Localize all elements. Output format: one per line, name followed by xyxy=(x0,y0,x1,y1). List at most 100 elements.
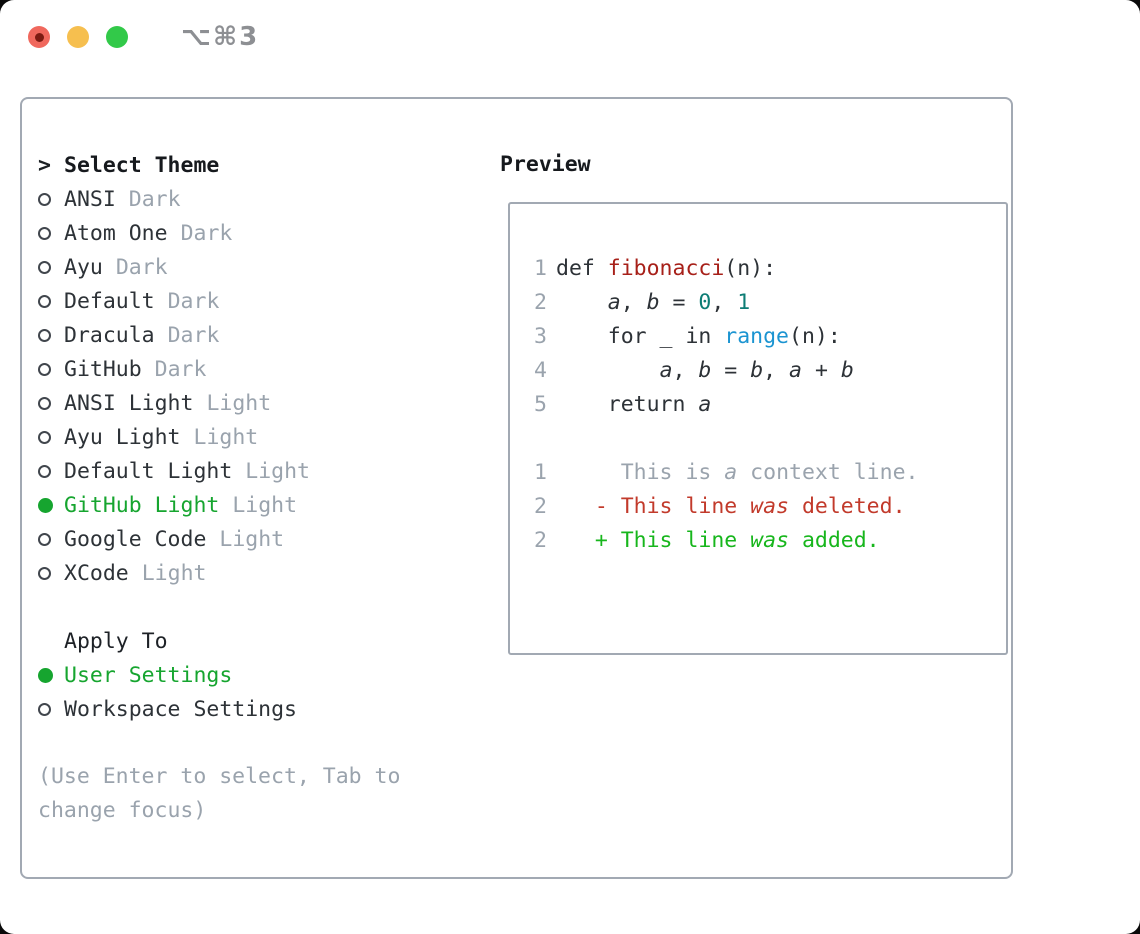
theme-option-ansi-light[interactable]: ANSI Light Light xyxy=(38,386,400,420)
code-segment: b xyxy=(840,357,854,383)
radio-gutter xyxy=(38,497,64,513)
close-button[interactable] xyxy=(28,26,50,48)
line-number: 2 xyxy=(534,527,547,553)
radio-unselected-icon xyxy=(38,362,51,376)
radio-gutter xyxy=(38,566,64,580)
radio-gutter xyxy=(38,430,64,444)
radio-unselected-icon xyxy=(38,702,51,716)
code-text: + This line was added. xyxy=(556,528,880,553)
theme-option-label: ANSI Light xyxy=(64,390,194,416)
line-number: 4 xyxy=(534,357,547,383)
theme-option-label: Default Light xyxy=(64,458,233,484)
radio-gutter xyxy=(38,226,64,240)
code-text: def fibonacci(n): xyxy=(556,256,776,281)
theme-menu-header: > Select Theme xyxy=(38,148,400,182)
code-segment: = xyxy=(659,289,699,315)
radio-unselected-icon xyxy=(38,328,51,342)
radio-gutter xyxy=(38,464,64,478)
line-number: 1 xyxy=(534,459,547,485)
theme-variant-tag: Light xyxy=(206,390,272,416)
code-segment: , xyxy=(763,357,790,383)
spacer xyxy=(38,726,400,760)
code-text: a, b = b, a + b xyxy=(556,358,854,383)
theme-option-label: XCode xyxy=(64,560,129,586)
code-line: 2 + This line was added. xyxy=(534,523,1006,557)
code-segment: a xyxy=(789,357,802,383)
line-number: 5 xyxy=(534,391,547,417)
theme-option-label: Dracula xyxy=(64,322,155,348)
apply-option-user-settings[interactable]: User Settings xyxy=(38,658,400,692)
radio-unselected-icon xyxy=(38,532,51,546)
apply-to-title: Apply To xyxy=(64,628,168,654)
radio-selected-icon xyxy=(38,497,53,513)
code-segment: = xyxy=(711,357,751,383)
code-segment: range xyxy=(724,323,790,349)
radio-gutter xyxy=(38,362,64,376)
code-line xyxy=(534,421,1006,455)
code-segment: context line. xyxy=(737,459,919,485)
code-segment: added. xyxy=(789,527,880,553)
code-line: 4 a, b = b, a + b xyxy=(534,353,1006,387)
keyboard-hint: (Use Enter to select, Tab to change focu… xyxy=(38,760,400,828)
code-segment: , xyxy=(672,357,699,383)
radio-unselected-icon xyxy=(38,294,51,308)
code-segment: was xyxy=(750,493,790,519)
code-segment: b xyxy=(750,357,764,383)
radio-unselected-icon xyxy=(38,464,51,478)
code-text: return a xyxy=(556,391,712,417)
theme-option-label: Ayu Light xyxy=(64,424,181,450)
minimize-button[interactable] xyxy=(67,26,89,48)
code-line: 1 def fibonacci(n): xyxy=(534,251,1006,285)
line-number: 3 xyxy=(534,323,547,349)
code-text: - This line was deleted. xyxy=(556,494,906,519)
code-segment: b xyxy=(698,357,712,383)
preview-title: Preview xyxy=(500,152,591,177)
code-segment: - This line xyxy=(556,493,751,519)
radio-unselected-icon xyxy=(38,226,51,240)
radio-unselected-icon xyxy=(38,566,51,580)
code-segment: a xyxy=(724,459,738,485)
line-number: 2 xyxy=(534,289,547,315)
radio-gutter xyxy=(38,294,64,308)
theme-option-label: GitHub xyxy=(64,356,142,382)
code-segment: def xyxy=(556,255,608,281)
code-line: 2 - This line was deleted. xyxy=(534,489,1006,523)
theme-variant-tag: Dark xyxy=(180,220,233,246)
theme-variant-tag: Dark xyxy=(115,254,168,280)
code-segment: , xyxy=(711,289,738,315)
line-number: 1 xyxy=(534,255,547,281)
code-segment: + xyxy=(802,357,841,383)
code-segment: return xyxy=(556,391,699,417)
code-text: a, b = 0, 1 xyxy=(556,290,750,315)
radio-unselected-icon xyxy=(38,260,51,274)
theme-option-label: Default xyxy=(64,288,155,314)
zoom-button[interactable] xyxy=(106,26,128,48)
code-line: 1 This is a context line. xyxy=(534,455,1006,489)
radio-gutter xyxy=(38,396,64,410)
theme-option-label: GitHub Light xyxy=(64,492,220,518)
window-title-shortcut: ⌥⌘3 xyxy=(181,22,260,52)
titlebar: ⌥⌘3 xyxy=(0,0,1140,74)
theme-variant-tag: Light xyxy=(219,526,285,552)
radio-gutter xyxy=(38,328,64,342)
apply-option-workspace-settings[interactable]: Workspace Settings xyxy=(38,692,400,726)
code-segment: This is xyxy=(556,459,725,485)
